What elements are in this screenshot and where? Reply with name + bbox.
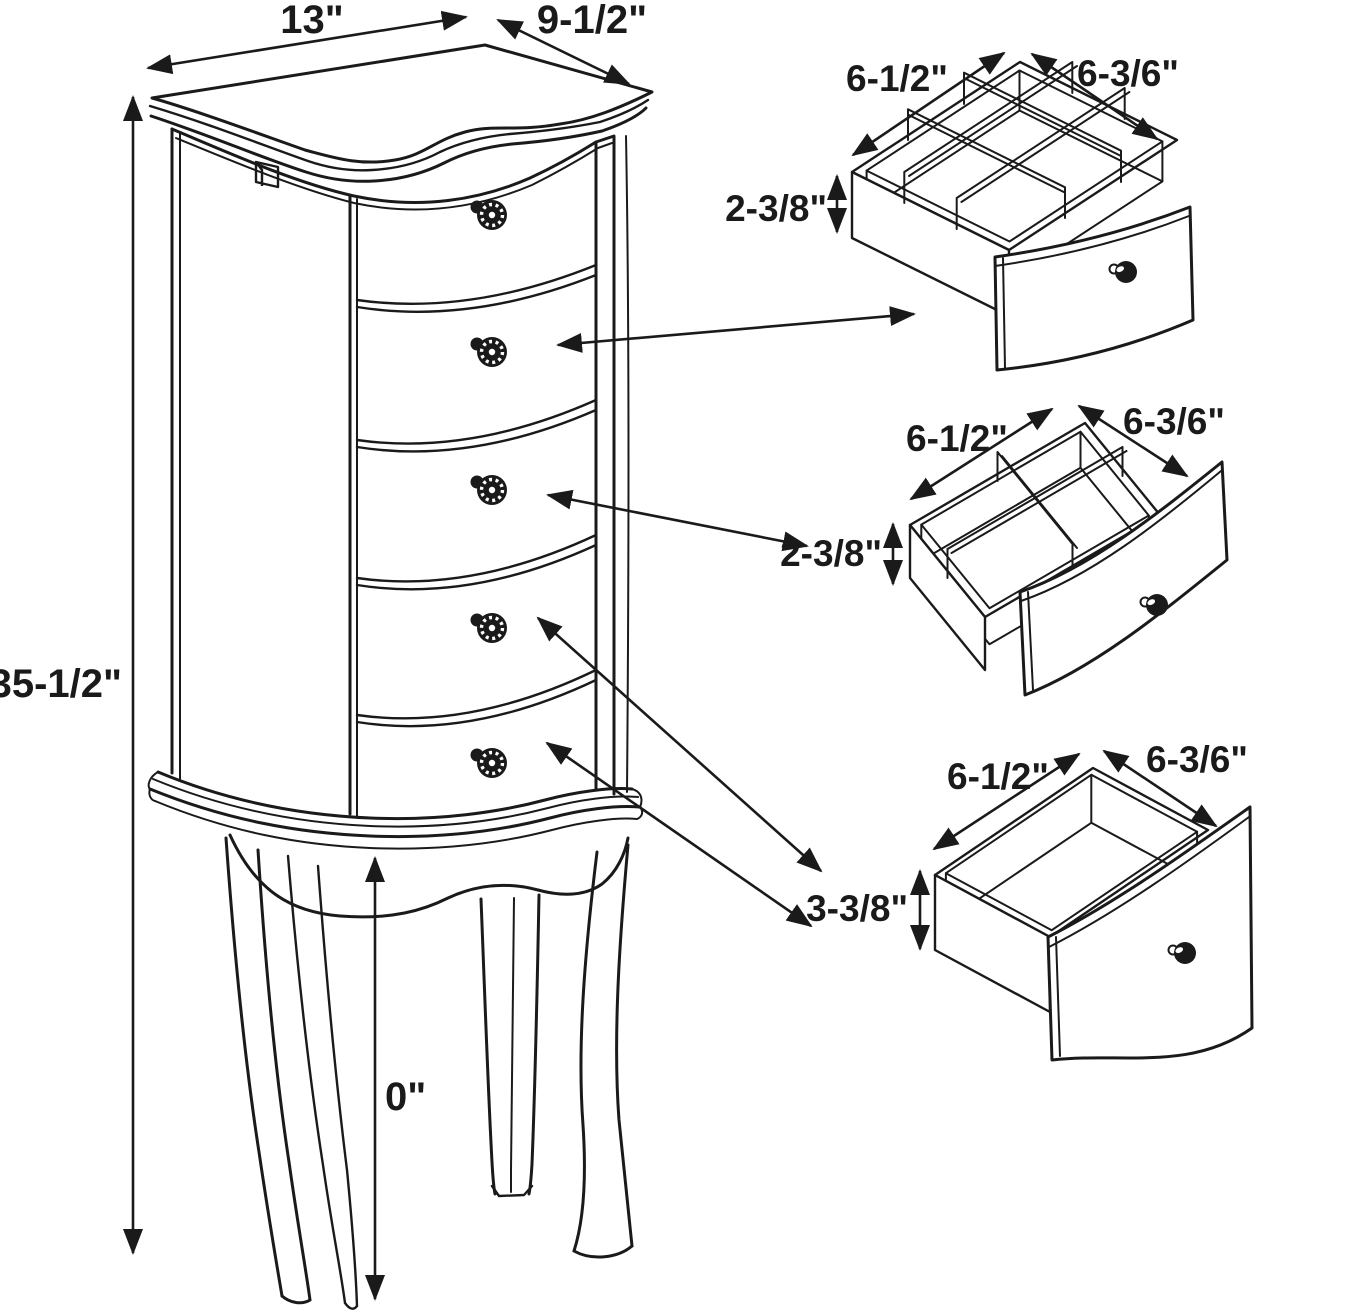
drawer-left-wall xyxy=(908,523,987,672)
drawer-depth-dimension-line xyxy=(1077,404,1189,478)
separator-2 xyxy=(355,398,598,445)
top-depth-dimension-line xyxy=(496,18,631,86)
drawer-5-callout-arrow xyxy=(545,741,813,928)
drawer-1-knob xyxy=(468,198,509,232)
drawer-2-knob xyxy=(468,335,509,369)
floor-height-label: 0" xyxy=(385,1075,426,1119)
drawer-detail-middle-height-label: 2-3/8" xyxy=(780,533,882,574)
overall-height-label: 35-1/2" xyxy=(0,662,122,706)
drawer-floor xyxy=(920,466,1150,646)
drawer-detail-bottom-height-label: 3-3/8" xyxy=(806,888,908,929)
back-left-leg xyxy=(286,854,359,1310)
drawer-depth-dimension-line xyxy=(1102,749,1218,828)
armoire-right-edge xyxy=(625,135,630,793)
drawer-width-dimension-line xyxy=(851,51,1006,157)
drawer-detail-bottom-depth-label: 6-3/6" xyxy=(1146,739,1248,780)
armoire-body-top-edge xyxy=(170,127,616,204)
separator-3b xyxy=(355,543,598,591)
separator-3 xyxy=(355,533,598,583)
drawer-front-panel xyxy=(1018,460,1229,697)
separator-1 xyxy=(355,263,598,306)
drawer-width-dimension-line xyxy=(932,752,1081,851)
drawer-detail-top-width-label: 6-1/2" xyxy=(846,58,948,99)
top-depth-label: 9-1/2" xyxy=(537,0,647,42)
drawer-4-callout-arrow xyxy=(536,616,823,873)
top-width-label: 13" xyxy=(280,0,343,42)
front-right-leg xyxy=(479,893,541,1198)
top-width-dimension-line xyxy=(146,10,468,75)
drawer-front-panel xyxy=(993,205,1195,372)
drawer-2-callout-arrow xyxy=(556,306,916,353)
drawer-detail-top-depth-label: 6-3/6" xyxy=(1077,53,1179,94)
drawer-detail-middle-depth-label: 6-3/6" xyxy=(1123,401,1225,442)
drawer-3-knob xyxy=(468,473,509,507)
front-left-leg xyxy=(224,836,312,1305)
drawer-front-panel xyxy=(1046,805,1254,1062)
drawer-detail-top: 6-1/2" 6-3/6" 2-3/8" xyxy=(725,51,1195,372)
drawer-detail-middle: 6-1/2" 6-3/6" 2-3/8" xyxy=(780,401,1229,697)
separator-4 xyxy=(355,668,598,720)
overall-dimensions: 35-1/2" 13" 9-1/2" 0" xyxy=(0,0,647,1301)
separator-2b xyxy=(355,408,598,453)
armoire-lid-molding-2 xyxy=(149,106,648,183)
drawer-width-dimension-line xyxy=(909,407,1054,501)
separator-1b xyxy=(355,273,598,313)
armoire-body-top-edge-inner xyxy=(175,137,613,211)
drawer-5-knob xyxy=(468,746,509,780)
drawer-4-knob xyxy=(468,611,509,645)
drawer-detail-bottom: 6-1/2" 6-3/6" 3-3/8" xyxy=(806,739,1254,1062)
drawer-3-callout-arrow xyxy=(546,489,809,552)
back-right-leg xyxy=(572,843,634,1259)
base-molding xyxy=(147,770,644,850)
drawer-depth-dimension-line xyxy=(1030,52,1159,141)
drawer-detail-middle-width-label: 6-1/2" xyxy=(906,418,1008,459)
drawer-separators xyxy=(355,263,598,728)
drawer-detail-top-height-label: 2-3/8" xyxy=(725,188,827,229)
armoire-drawing xyxy=(147,43,654,1310)
drawer-detail-bottom-width-label: 6-1/2" xyxy=(947,756,1049,797)
callout-arrows xyxy=(536,306,916,928)
armoire-lid-molding-1 xyxy=(148,98,650,172)
